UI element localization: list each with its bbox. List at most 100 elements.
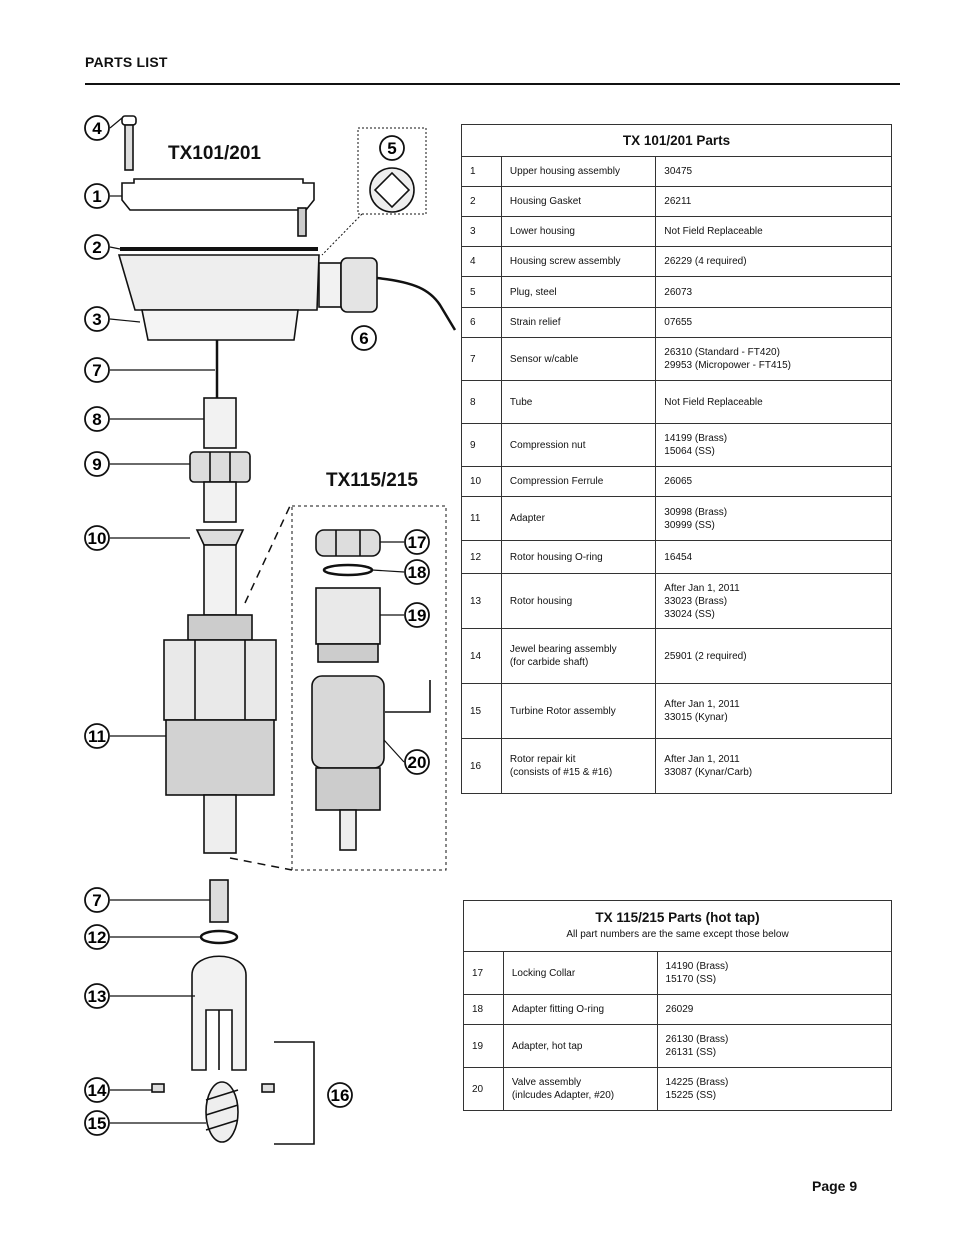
callout-circle <box>84 406 110 432</box>
part-number-cell: 13 <box>461 573 502 629</box>
callout-circle <box>84 924 110 950</box>
header-rule <box>85 83 900 85</box>
section-title: PARTS LIST <box>85 54 168 70</box>
part-value-cell: 07655 <box>655 307 892 338</box>
part-value-cell: After Jan 1, 2011 33087 (Kynar/Carb) <box>655 738 892 794</box>
callout-label: 1 <box>92 187 101 206</box>
callout-label: 7 <box>92 361 101 380</box>
callout-label: 12 <box>88 928 107 947</box>
part-number-cell: 11 <box>461 496 502 541</box>
part-number-cell: 16 <box>461 738 502 794</box>
callout-label: 3 <box>92 310 101 329</box>
part-description-cell: Rotor housing O-ring <box>500 540 657 574</box>
callout-leader <box>371 569 405 573</box>
callout-label: 16 <box>331 1086 350 1105</box>
part-description-cell: Rotor repair kit (consists of #15 & #16) <box>500 738 657 794</box>
table1-title: TX 101/201 Parts <box>461 124 892 157</box>
callout-circle <box>84 1077 110 1103</box>
callout-circle <box>404 559 430 585</box>
callout-circle <box>84 525 110 551</box>
part-description-cell: Sensor w/cable <box>500 337 657 381</box>
part-description-cell: Housing Gasket <box>500 186 657 217</box>
part-number-cell: 18 <box>463 994 504 1025</box>
part-value-cell: 26130 (Brass) 26131 (SS) <box>656 1024 893 1068</box>
part-value-cell: 26065 <box>655 466 892 497</box>
part-description-cell: Tube <box>500 380 657 424</box>
part-number-cell: 20 <box>463 1067 504 1111</box>
part-number-cell: 14 <box>461 628 502 684</box>
part-value-cell: 26211 <box>655 186 892 217</box>
model-label-tx115: TX115/215 <box>326 470 418 491</box>
callout-circle <box>351 325 377 351</box>
callout-circle <box>84 115 110 141</box>
callout-label: 15 <box>88 1114 107 1133</box>
callout-label: 17 <box>408 533 427 552</box>
part-description-cell: Adapter fitting O-ring <box>502 994 658 1025</box>
part-value-cell: 30998 (Brass) 30999 (SS) <box>655 496 892 541</box>
part-value-cell: 26029 <box>656 994 893 1025</box>
callout-circle <box>84 451 110 477</box>
callout-label: 18 <box>408 563 427 582</box>
part-number-cell: 17 <box>463 951 504 995</box>
part-description-cell: Plug, steel <box>500 276 657 308</box>
part-number-cell: 15 <box>461 683 502 739</box>
part-description-cell: Housing screw assembly <box>500 246 657 277</box>
part-value-cell: Not Field Replaceable <box>655 216 892 247</box>
callout-circle <box>84 1110 110 1136</box>
callout-label: 4 <box>92 119 102 138</box>
part-description-cell: Upper housing assembly <box>500 156 657 187</box>
callout-circle <box>84 983 110 1009</box>
callout-label: 13 <box>88 987 107 1006</box>
callout-label: 19 <box>408 606 427 625</box>
part-number-cell: 2 <box>461 186 502 217</box>
callout-label: 8 <box>92 410 101 429</box>
part-description-cell: Compression nut <box>500 423 657 467</box>
callout-circle <box>84 306 110 332</box>
callout-circle <box>404 529 430 555</box>
part-description-cell: Jewel bearing assembly (for carbide shaf… <box>500 628 657 684</box>
callout-label: 7 <box>92 891 101 910</box>
part-description-cell: Valve assembly (inlcudes Adapter, #20) <box>502 1067 658 1111</box>
part-number-cell: 4 <box>461 246 502 277</box>
callout-circle <box>379 135 405 161</box>
part-number-cell: 3 <box>461 216 502 247</box>
callout-circle <box>84 887 110 913</box>
callout-circle <box>84 234 110 260</box>
part-description-cell: Adapter <box>500 496 657 541</box>
callout-label: 14 <box>88 1081 107 1100</box>
part-description-cell: Adapter, hot tap <box>502 1024 658 1068</box>
callout-circle <box>84 723 110 749</box>
callout-label: 2 <box>92 238 101 257</box>
part-value-cell: 14225 (Brass) 15225 (SS) <box>656 1067 893 1111</box>
part-number-cell: 8 <box>461 380 502 424</box>
callout-label: 5 <box>387 139 396 158</box>
part-description-cell: Strain relief <box>500 307 657 338</box>
callout-leader <box>109 117 123 129</box>
part-description-cell: Lower housing <box>500 216 657 247</box>
part-value-cell: After Jan 1, 2011 33015 (Kynar) <box>655 683 892 739</box>
table2-title: TX 115/215 Parts (hot tap) <box>595 910 760 925</box>
table2-header: TX 115/215 Parts (hot tap) All part numb… <box>463 900 892 952</box>
callout-label: 9 <box>92 455 101 474</box>
callout-leader <box>109 318 141 323</box>
callout-leader <box>109 246 121 250</box>
part-value-cell: After Jan 1, 2011 33023 (Brass) 33024 (S… <box>655 573 892 629</box>
